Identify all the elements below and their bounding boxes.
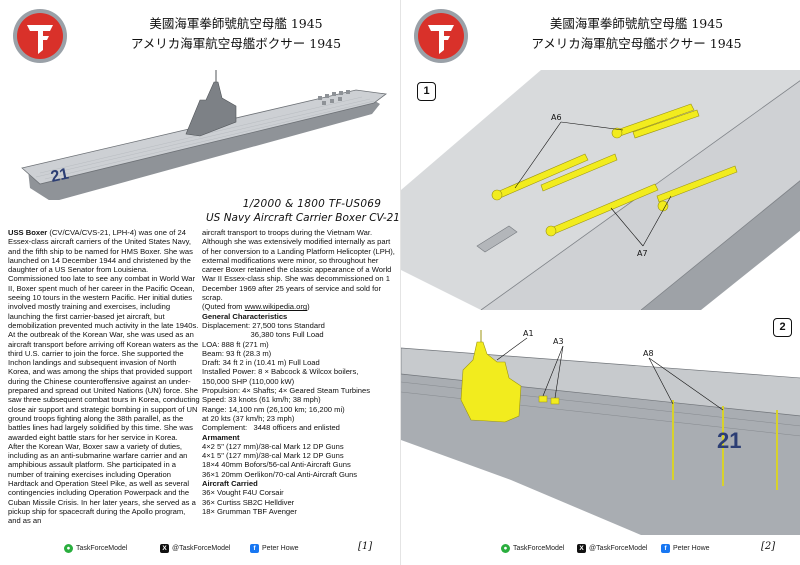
aircraft-item: 18× Grumman TBF Avenger <box>202 506 297 516</box>
history-paragraph-1: USS Boxer (CV/CVA/CVS-21, LPH-4) was one… <box>8 228 200 274</box>
instruction-page-2: 美國海軍拳師號航空母艦 1945 アメリカ海軍航空母艦ボクサー 1945 1 <box>400 0 800 565</box>
x-contact[interactable]: X@TaskForceModel <box>160 544 230 553</box>
aircraft-item: 36× Vought F4U Corsair <box>202 488 284 498</box>
wechat-contact[interactable]: ●TaskForceModel <box>501 544 564 553</box>
general-item: LOA: 888 ft (271 m) <box>202 339 269 349</box>
wikipedia-link[interactable]: www.wikipedia.org <box>244 302 308 312</box>
history-column-right: aircraft transport to troops during the … <box>202 228 396 516</box>
general-heading: General Characteristics <box>202 311 288 321</box>
page-number-2: [2] <box>761 541 776 552</box>
general-item: Range: 14,100 nm (26,100 km; 16,200 mi) <box>202 404 345 414</box>
general-item: Draft: 34 ft 2 in (10.41 m) Full Load <box>202 358 320 368</box>
history-lead-name: USS Boxer <box>8 228 48 237</box>
flight-deck <box>21 89 388 185</box>
label-a1: A1 <box>523 330 534 338</box>
elevator-recess <box>476 225 518 253</box>
part-a8-masts <box>672 400 778 490</box>
facebook-icon: f <box>661 544 670 553</box>
general-spec-list: Displacement: 27,500 tons Standard 36,38… <box>202 321 396 433</box>
general-item: 36,380 tons Full Load <box>202 330 324 340</box>
hull-side-number: 21 <box>717 428 741 453</box>
wechat-icon: ● <box>64 544 73 553</box>
part-a1-island <box>460 341 522 423</box>
hull-side <box>28 98 380 200</box>
wechat-icon: ● <box>501 544 510 553</box>
general-item: at 20 kts (37 km/h; 23 mph) <box>202 413 295 423</box>
general-item: Beam: 93 ft (28.3 m) <box>202 348 272 358</box>
step-2-badge: 2 <box>773 318 792 337</box>
general-item: Displacement: 27,500 tons Standard <box>202 320 325 330</box>
armament-item: 4×1 5" (127 mm)/38-cal Mark 12 DP Guns <box>202 451 344 461</box>
history-paragraph-4: aircraft transport to troops during the … <box>202 228 395 303</box>
island-superstructure <box>185 81 237 137</box>
label-a8: A8 <box>643 349 654 358</box>
general-item: Complement: 3448 officers and enlisted <box>202 423 340 433</box>
step-2-diagram: 21 A1 A3 A8 <box>401 330 800 535</box>
x-contact[interactable]: X@TaskForceModel <box>577 544 647 553</box>
facebook-icon: f <box>250 544 259 553</box>
armament-item: 4×2 5" (127 mm)/38-cal Mark 12 DP Guns <box>202 441 344 451</box>
general-item: 150,000 SHP (110,000 kW) <box>202 376 295 386</box>
step-1-diagram: A6 A7 <box>401 70 800 310</box>
title-japanese: アメリカ海軍航空母艦ボクサー 1945 <box>531 36 742 51</box>
step-1-badge: 1 <box>417 82 436 101</box>
title-japanese: アメリカ海軍航空母艦ボクサー 1945 <box>130 36 342 51</box>
task-force-logo <box>414 9 468 63</box>
title-chinese: 美國海軍拳師號航空母艦 1945 <box>149 16 323 31</box>
leader-lines-step2 <box>496 337 724 411</box>
armament-item: 36×1 20mm Oerlikon/70-cal Anti-Aircraft … <box>202 469 358 479</box>
aircraft-heading: Aircraft Carried <box>202 479 258 489</box>
wechat-contact[interactable]: ●TaskForceModel <box>64 544 127 553</box>
history-paragraph-2: Commissioned too late to see any combat … <box>8 274 200 442</box>
page-number-1: [1] <box>358 541 373 552</box>
label-a3: A3 <box>553 337 564 346</box>
history-column-left: USS Boxer (CV/CVA/CVS-21, LPH-4) was one… <box>8 228 200 526</box>
x-icon: X <box>160 544 169 553</box>
x-icon: X <box>577 544 586 553</box>
deck-surface <box>401 70 800 310</box>
general-item: Installed Power: 8 × Babcock & Wilcox bo… <box>202 367 359 377</box>
leader-lines-step1 <box>514 121 672 247</box>
history-paragraph-3: After the Korean War, Boxer saw a variet… <box>8 441 196 526</box>
label-a7: A7 <box>637 249 648 258</box>
part-a6-group <box>491 103 700 201</box>
carrier-render: 21 <box>21 70 388 200</box>
instruction-page-1: 美國海軍拳師號航空母艦 1945 アメリカ海軍航空母艦ボクサー 1945 21 … <box>0 9 400 559</box>
general-item: Propulsion: 4× Shafts; 4× Geared Steam T… <box>202 386 371 396</box>
history-lead-text: (CV/CVA/CVS-21, LPH-4) was one of 24 Ess… <box>8 228 193 275</box>
armament-heading: Armament <box>202 432 240 442</box>
general-item: Speed: 33 knots (61 km/h; 38 mph) <box>202 395 321 405</box>
parked-aircraft <box>318 90 350 105</box>
aircraft-item: 36× Curtiss SB2C Helldiver <box>202 497 295 507</box>
label-a6: A6 <box>551 113 562 122</box>
source-citation: (Quted from www.wikipedia.org) <box>202 302 310 312</box>
kit-ship-name: US Navy Aircraft Carrier Boxer CV-21 194… <box>206 212 400 224</box>
part-a7-group <box>545 165 738 237</box>
title-chinese: 美國海軍拳師號航空母艦 1945 <box>549 16 724 31</box>
task-force-logo <box>13 9 67 63</box>
deck-hull-number: 21 <box>49 166 70 186</box>
armament-item: 18×4 40mm Bofors/56-cal Anti-Aircraft Gu… <box>202 460 351 470</box>
kit-scale-code: 1/2000 & 1800 TF-US069 <box>242 198 382 210</box>
